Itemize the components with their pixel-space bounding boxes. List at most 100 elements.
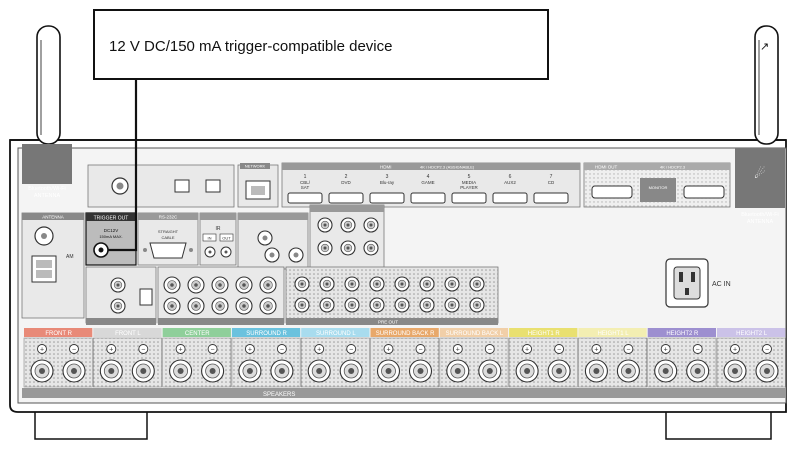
svg-text:−: − [349,347,353,354]
pre-out-jack [320,277,334,291]
speaker-group-label: SURROUND BACK L [446,331,504,337]
audio-in-jack-r [164,298,180,314]
callout-box: 12 V DC/150 mA trigger-compatible device [93,9,549,80]
pre-out-jack [420,298,434,312]
svg-text:−: − [765,347,769,354]
network-label: NETWORK [245,164,266,169]
component-jack [341,241,355,255]
pre-out-jack [395,277,409,291]
speaker-group-label: FRONT L [115,331,141,337]
speakers-label: SPEAKERS [263,392,295,398]
svg-text:+: + [179,347,183,354]
svg-text:OUT: OUT [222,236,231,241]
pre-out-block [286,267,498,323]
svg-text:−: − [211,347,215,354]
svg-text:−: − [696,347,700,354]
svg-text:−: − [557,347,561,354]
antenna-left [22,26,72,184]
speaker-terminal-front-l: FRONT L + − [93,328,161,387]
svg-text:+: + [525,347,529,354]
svg-text:IN: IN [208,236,212,241]
speaker-group-label: FRONT R [45,331,72,337]
component-jack [364,218,378,232]
phono-jack-r [111,299,125,313]
svg-text:IR: IR [216,226,221,232]
antenna-right: ↗ ☄ [735,26,785,208]
component-video-block [310,205,384,269]
svg-text:+: + [109,347,113,354]
trigger-out-label: TRIGGER OUT [94,216,129,222]
pre-out-jack [320,298,334,312]
pre-out-jack [370,298,384,312]
hdmi-input-name: DVD [341,180,351,185]
ac-in-label: AC IN [712,281,731,288]
hdmi-label: HDMI [380,165,392,170]
hdmi-input-name: CD [548,180,555,185]
hdmi-input-name: Blu-ray [380,180,395,185]
speaker-group-label: HEIGHT1 R [528,331,561,337]
pre-out-label: PRE OUT [378,320,398,325]
svg-text:150mA MAX.: 150mA MAX. [99,234,122,239]
callout-text: 12 V DC/150 mA trigger-compatible device [109,38,392,55]
speaker-terminal-center: CENTER + − [163,328,231,387]
speaker-group-label: SURROUND R [246,331,287,337]
speaker-terminal-height2-l: HEIGHT2 L + − [717,328,785,387]
hdmi-sub-label: 4K / HDCP2.3 (ASSIGNABLE) [420,165,475,170]
svg-text:−: − [280,347,284,354]
svg-text:−: − [141,347,145,354]
speaker-group-label: SURROUND BACK R [376,331,435,337]
antenna-fm-label: ANTENNA [42,215,64,220]
speaker-terminal-height2-r: HEIGHT2 R + − [648,328,716,387]
pre-out-jack [345,298,359,312]
audio-in-jack-l [164,277,180,293]
svg-text:DC12V: DC12V [104,228,119,233]
svg-text:+: + [386,347,390,354]
component-jack [364,241,378,255]
antenna-label-right-2: ANTENNA [747,219,774,225]
pre-out-jack [395,298,409,312]
component-jack [318,218,332,232]
svg-text:+: + [40,347,44,354]
component-jack [318,241,332,255]
speaker-terminal-front-r: FRONT R+− [24,328,92,387]
svg-text:−: − [626,347,630,354]
svg-text:+: + [456,347,460,354]
speaker-group-label: HEIGHT2 R [666,331,699,337]
audio-in-jack-r [260,298,276,314]
svg-text:MONITOR: MONITOR [649,185,668,190]
svg-text:+: + [317,347,321,354]
pre-out-jack [295,277,309,291]
pre-out-jack [370,277,384,291]
svg-text:CABLE: CABLE [161,235,174,240]
svg-text:+: + [594,347,598,354]
svg-text:+: + [733,347,737,354]
svg-text:+: + [664,347,668,354]
audio-in-jack-l [188,277,204,293]
svg-text:−: − [418,347,422,354]
hdmi-input-name: SAT [301,185,310,190]
pre-out-jack [470,277,484,291]
pre-out-jack [295,298,309,312]
audio-in-block [158,267,284,323]
rs232c-label: RS-232C [159,215,178,220]
pre-out-jack [345,277,359,291]
speaker-terminal-surround-r: SURROUND R+− [232,328,300,387]
antenna-label-left-2: ANTENNA [34,193,61,199]
audio-in-jack-r [188,298,204,314]
svg-text:STRAIGHT: STRAIGHT [158,229,179,234]
hdmi-out-label: HDMI OUT [595,165,617,170]
audio-in-jack-l [236,277,252,293]
antenna-label-right: Bluetooth/Wi-Fi [741,212,779,218]
svg-text:↗: ↗ [760,41,769,53]
phono-jack-l [111,278,125,292]
audio-in-jack-r [236,298,252,314]
component-jack [341,218,355,232]
speaker-terminal-surround-back-l: SURROUND BACK L + − [440,328,508,387]
svg-text:−: − [488,347,492,354]
hdmi-input-name: GAME [421,180,434,185]
speaker-group-label: HEIGHT2 L [736,331,768,337]
svg-text:☄: ☄ [754,166,766,181]
pre-out-jack [445,277,459,291]
speaker-group-label: CENTER [185,331,210,337]
